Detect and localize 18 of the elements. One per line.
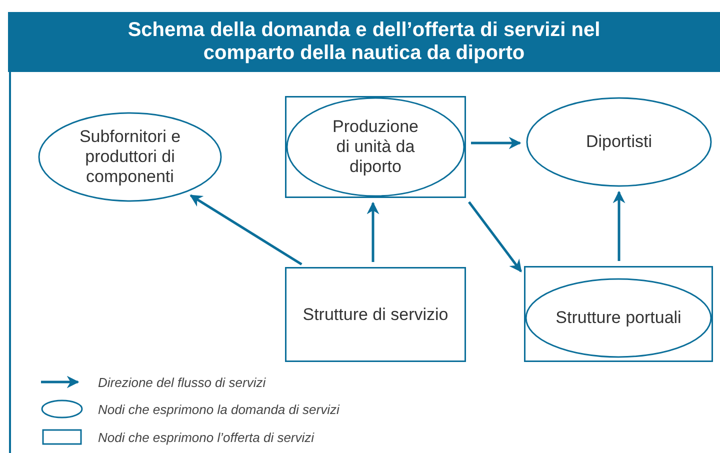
legend-text: Direzione del flusso di servizi	[98, 374, 266, 390]
supply-box	[285, 267, 466, 362]
demand-ellipse	[525, 97, 713, 187]
flow-arrow	[471, 136, 522, 150]
node-label: Strutture di servizio	[302, 304, 450, 324]
node-label: Subfornitori e produttori di componenti	[78, 127, 182, 187]
legend-text: Nodi che esprimono l’offerta di servizi	[98, 430, 314, 444]
flow-arrow	[612, 190, 626, 261]
flow-arrow	[190, 194, 302, 266]
title-text: Schema della domanda e dell’offerta di servizi nel comparto della nautica da diporto	[126, 19, 602, 65]
flow-arrow	[366, 202, 380, 262]
demand-ellipse	[37, 112, 223, 202]
node-label: Strutture portuali	[554, 308, 682, 328]
supply-box-with-ellipse	[285, 96, 466, 198]
flow-arrow	[468, 201, 522, 272]
node-label: Diportisti	[584, 132, 654, 152]
node-label: Produzione di unità da diporto	[331, 117, 420, 177]
legend-text: Nodi che esprimono la domanda di servizi	[98, 402, 340, 416]
